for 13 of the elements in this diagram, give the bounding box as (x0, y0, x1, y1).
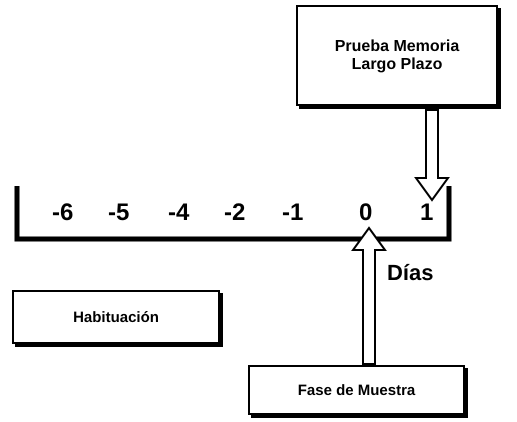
hollow-arrow (414, 109, 450, 202)
day-number: -5 (108, 199, 130, 227)
day-number: -2 (224, 199, 246, 227)
label-box: Prueba Memoria Largo Plazo (296, 5, 498, 106)
day-number: 0 (359, 199, 379, 227)
day-number: -4 (168, 199, 190, 227)
hollow-arrow (351, 226, 387, 365)
label-box: Fase de Muestra (248, 365, 465, 415)
axis-label: Días (387, 259, 434, 287)
day-number: -6 (52, 199, 74, 227)
label-box: Habituación (12, 290, 220, 344)
day-number: 1 (420, 199, 444, 227)
day-number: -1 (282, 199, 304, 227)
